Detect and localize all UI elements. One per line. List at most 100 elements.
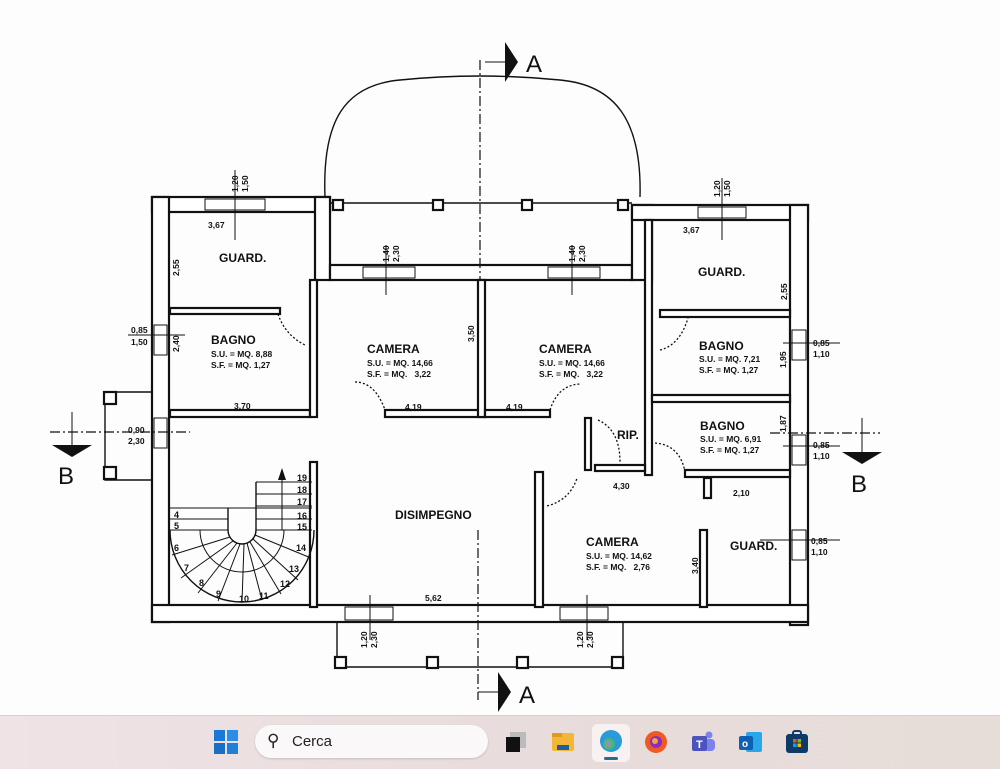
stair-step-label: 11 <box>259 591 269 601</box>
section-markers: A A B B <box>50 42 882 712</box>
room-sf: S.F. = MQ. 1,27 <box>699 365 759 375</box>
file-explorer-icon[interactable] <box>549 728 577 756</box>
door-swings <box>277 313 689 507</box>
stair-step-label: 8 <box>199 578 204 588</box>
dimension-labels: 1,20 1,50 3,67 2,55 0,85 1,50 2,40 3,70 … <box>128 175 830 648</box>
room-name: CAMERA <box>586 535 639 549</box>
dimension-label: 1,50 <box>240 175 250 192</box>
dimension-label: 1,40 <box>567 245 577 262</box>
dimension-label: 1,10 <box>811 547 828 557</box>
dimension-label: 5,62 <box>425 593 442 603</box>
dimension-label: 2,30 <box>585 631 595 648</box>
dimension-label: 3,70 <box>234 401 251 411</box>
room-sf: S.F. = MQ. 2,76 <box>586 562 650 572</box>
stair-step-label: 13 <box>289 564 299 574</box>
room-su: S.U. = MQ. 14,66 <box>539 358 605 368</box>
room-su: S.U. = MQ. 14,62 <box>586 551 652 561</box>
search-icon: ⚲ <box>267 731 280 750</box>
stair-step-label: 6 <box>174 543 179 553</box>
room-su: S.U. = MQ. 6,91 <box>700 434 761 444</box>
stair-step-label: 15 <box>297 522 307 532</box>
dimension-label: 3,67 <box>208 220 225 230</box>
balcony-left <box>102 390 152 481</box>
dimension-label: 1,40 <box>381 245 391 262</box>
room-name: BAGNO <box>700 419 745 433</box>
section-b-right-label: B <box>851 471 867 498</box>
section-b-left-label: B <box>58 463 74 490</box>
room-name: GUARD. <box>698 265 745 279</box>
room-name: BAGNO <box>699 339 744 353</box>
stair-step-label: 14 <box>296 543 306 553</box>
dimension-label: 2,55 <box>779 283 789 300</box>
teams-icon[interactable]: T <box>689 728 717 756</box>
stair-step-label: 19 <box>297 473 307 483</box>
room-name: CAMERA <box>367 342 420 356</box>
dimension-label: 2,30 <box>577 245 587 262</box>
room-name: RIP. <box>617 428 639 442</box>
dimension-label: 4,19 <box>405 402 422 412</box>
dimension-label: 0,90 <box>128 425 145 435</box>
dimension-label: 1,20 <box>575 631 585 648</box>
stair-step-label: 10 <box>239 594 249 604</box>
dimension-label: 2,40 <box>171 335 181 352</box>
stair-step-label: 4 <box>174 510 179 520</box>
room-name: CAMERA <box>539 342 592 356</box>
dimension-label: 2,10 <box>733 488 750 498</box>
spiral-staircase: 4 5 6 7 8 9 10 11 12 13 14 15 16 17 18 1… <box>169 468 315 604</box>
dimension-label: 1,20 <box>230 175 240 192</box>
room-sf: S.F. = MQ. 3,22 <box>539 369 603 379</box>
dimension-label: 2,55 <box>171 259 181 276</box>
dimension-label: 2,30 <box>391 245 401 262</box>
dimension-label: 1,20 <box>359 631 369 648</box>
stair-step-label: 12 <box>280 579 290 589</box>
search-box[interactable]: ⚲ Cerca <box>255 725 488 758</box>
dimension-label: 2,30 <box>369 631 379 648</box>
dimension-label: 1,50 <box>722 180 732 197</box>
room-su: S.U. = MQ. 14,66 <box>367 358 433 368</box>
room-name: DISIMPEGNO <box>395 508 472 522</box>
dimension-label: 1,10 <box>813 349 830 359</box>
svg-text:T: T <box>696 739 703 751</box>
section-a-top-label: A <box>526 51 542 78</box>
dimension-label: 4,19 <box>506 402 523 412</box>
task-view-icon[interactable] <box>502 728 530 756</box>
stair-step-label: 7 <box>184 563 189 573</box>
taskbar: ⚲ Cerca T o <box>0 715 1000 769</box>
dimension-label: 0,85 <box>131 325 148 335</box>
firefox-icon[interactable] <box>642 728 670 756</box>
dimension-label: 1,87 <box>778 415 788 432</box>
dimension-label: 3,40 <box>690 557 700 574</box>
store-icon[interactable] <box>783 728 811 756</box>
outlook-icon[interactable]: o <box>736 728 764 756</box>
room-name: GUARD. <box>219 251 266 265</box>
dimension-label: 0,85 <box>813 440 830 450</box>
stair-step-label: 17 <box>297 497 307 507</box>
dimension-label: 2,30 <box>128 436 145 446</box>
dimension-label: 3,50 <box>466 325 476 342</box>
stair-step-label: 5 <box>174 521 179 531</box>
room-sf: S.F. = MQ. 3,22 <box>367 369 431 379</box>
portico-top <box>330 198 632 212</box>
dimension-label: 1,20 <box>712 180 722 197</box>
room-labels: GUARD. BAGNO S.U. = MQ. 8,88 S.F. = MQ. … <box>211 251 777 572</box>
dimension-label: 1,95 <box>778 351 788 368</box>
dimension-label: 3,67 <box>683 225 700 235</box>
room-su: S.U. = MQ. 8,88 <box>211 349 272 359</box>
edge-icon[interactable] <box>592 724 630 762</box>
room-sf: S.F. = MQ. 1,27 <box>211 360 271 370</box>
stair-step-label: 16 <box>297 511 307 521</box>
dimension-label: 4,30 <box>613 481 630 491</box>
portico-bottom <box>333 622 625 670</box>
dimension-label: 1,10 <box>813 451 830 461</box>
stair-step-label: 18 <box>297 485 307 495</box>
windows-start-icon[interactable] <box>212 728 240 756</box>
room-su: S.U. = MQ. 7,21 <box>699 354 760 364</box>
section-a-bottom-label: A <box>519 682 535 709</box>
dimension-label: 1,50 <box>131 337 148 347</box>
stair-step-label: 9 <box>216 589 221 599</box>
dimension-label: 0,85 <box>811 536 828 546</box>
portico-arc <box>324 75 641 198</box>
floor-plan: 4 5 6 7 8 9 10 11 12 13 14 15 16 17 18 1… <box>50 42 882 712</box>
search-placeholder: Cerca <box>292 733 333 750</box>
svg-text:o: o <box>742 739 748 750</box>
